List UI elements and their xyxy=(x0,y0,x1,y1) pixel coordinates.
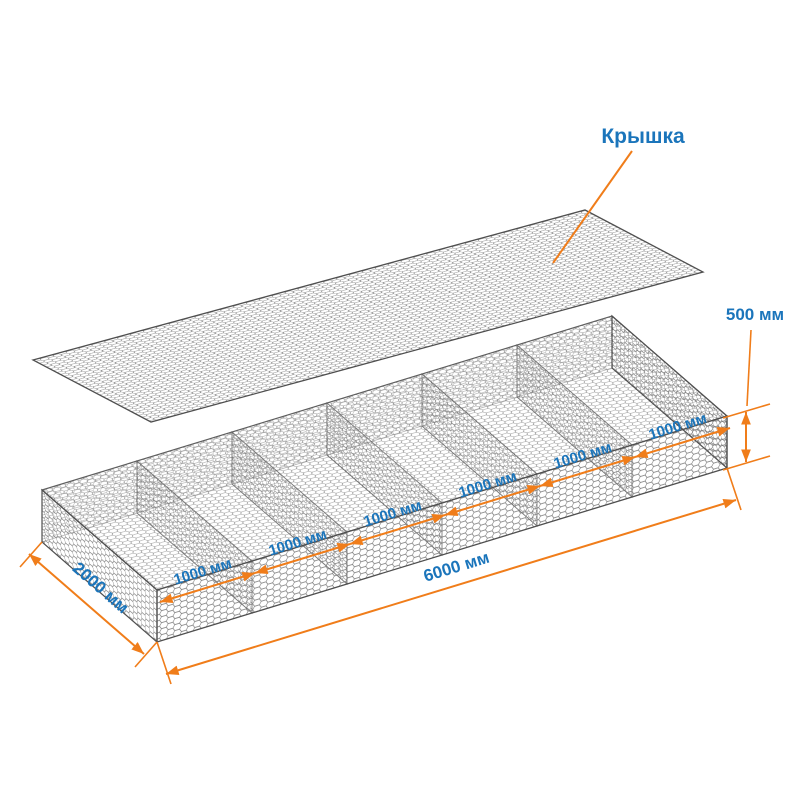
length-ext-line-right xyxy=(726,467,742,511)
cell-arrow-2 xyxy=(254,542,351,575)
cell-arrow-4 xyxy=(444,484,541,517)
cell-arrow-1 xyxy=(159,571,256,604)
height-label: 500 мм xyxy=(726,305,784,324)
height-ext-line-top xyxy=(722,403,771,419)
height-ext-line-bottom xyxy=(722,455,771,471)
lid-label: Крышка xyxy=(601,125,685,148)
cell-arrow-5 xyxy=(539,455,636,488)
cell-arrow-3 xyxy=(349,513,446,546)
height-leader-line xyxy=(746,329,752,407)
dimension-height: 500 мм xyxy=(722,305,784,471)
length-ext-line-left xyxy=(156,641,172,685)
lid-mesh-panel xyxy=(31,209,705,423)
length-arrow xyxy=(165,498,737,676)
lid-callout: Крышка xyxy=(552,125,685,264)
width-arrow xyxy=(28,553,145,655)
lid-leader-line xyxy=(552,150,633,264)
width-ext-line-front xyxy=(134,641,158,668)
cell-arrow-6 xyxy=(634,426,731,459)
